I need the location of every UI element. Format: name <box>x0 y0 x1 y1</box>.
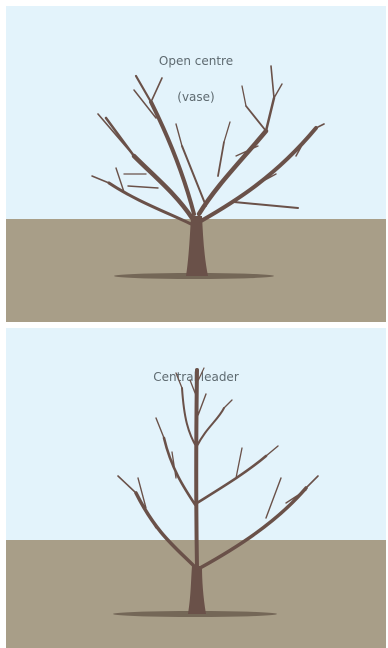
central-leader-tree-illustration <box>6 328 386 648</box>
open-centre-panel: Open centre (vase) <box>6 6 386 322</box>
open-centre-tree-illustration <box>6 6 386 322</box>
tree-trunk <box>188 566 206 614</box>
tree-branches <box>118 368 318 568</box>
tree-branches <box>92 66 324 224</box>
central-leader-panel: Central leader <box>6 328 386 648</box>
tree-trunk <box>186 216 208 276</box>
